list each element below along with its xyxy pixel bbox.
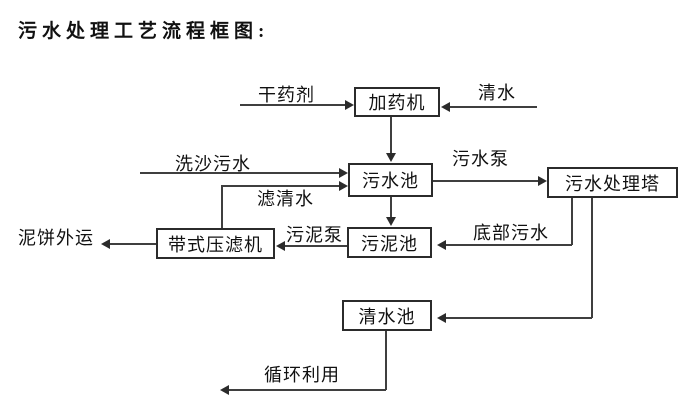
connector-bottom-sewage-vertical — [571, 198, 573, 245]
arrowhead-sand-washing-sewage-icon — [339, 168, 348, 178]
node-sewage-pool: 污水池 — [348, 163, 433, 197]
arrowhead-dosing-to-sewage-icon — [386, 153, 396, 162]
edge-label-mud-cake-out: 泥饼外运 — [18, 228, 94, 248]
connector-mud-cake-out — [110, 243, 156, 245]
connector-bottom-sewage — [446, 244, 572, 246]
connector-dry-chemical — [240, 104, 345, 106]
arrowhead-sludge-pump-icon — [276, 241, 285, 251]
edge-label-sand-washing-sewage: 洗沙污水 — [175, 154, 251, 174]
arrowhead-mud-cake-out-icon — [101, 239, 110, 249]
arrowhead-filtered-water-icon — [339, 181, 348, 191]
connector-filtered-water — [221, 185, 340, 187]
arrowhead-recycling-icon — [220, 385, 229, 395]
edge-label-filtered-water: 滤清水 — [257, 189, 314, 209]
connector-clean-water — [450, 106, 537, 108]
arrowhead-clean-water-icon — [441, 102, 450, 112]
edge-label-recycling: 循环利用 — [264, 365, 340, 385]
node-belt-filter-press: 带式压滤机 — [156, 228, 275, 259]
edge-label-sludge-pump: 污泥泵 — [286, 225, 343, 245]
edge-label-bottom-sewage: 底部污水 — [473, 223, 549, 243]
arrowhead-bottom-sewage-icon — [437, 240, 446, 250]
node-treatment-tower: 污水处理塔 — [547, 167, 678, 198]
connector-filtered-water-vertical — [221, 186, 223, 228]
diagram-title: 污水处理工艺流程框图: — [18, 21, 270, 42]
connector-sewage-to-sludge — [390, 197, 392, 218]
arrowhead-tower-to-clean-icon — [437, 313, 446, 323]
connector-recycling-vertical — [385, 331, 387, 390]
node-dosing-machine: 加药机 — [354, 87, 440, 117]
edge-label-dry-chemical: 干药剂 — [258, 85, 315, 105]
connector-sludge-pump — [285, 245, 347, 247]
connector-dosing-to-sewage — [390, 117, 392, 154]
arrowhead-sewage-pump-icon — [538, 176, 547, 186]
arrowhead-dry-chemical-icon — [345, 100, 354, 110]
connector-tower-to-clean-vertical — [591, 198, 593, 318]
connector-tower-to-clean — [446, 317, 592, 319]
node-clean-water-pool: 清水池 — [342, 300, 432, 331]
connector-recycling — [229, 389, 386, 391]
connector-sewage-pump — [433, 180, 538, 182]
edge-label-clean-water: 清水 — [478, 83, 516, 103]
node-sludge-pool: 污泥池 — [347, 227, 432, 258]
connector-sand-washing-sewage — [140, 172, 340, 174]
arrowhead-sewage-to-sludge-icon — [386, 217, 396, 226]
edge-label-sewage-pump: 污水泵 — [452, 149, 509, 169]
